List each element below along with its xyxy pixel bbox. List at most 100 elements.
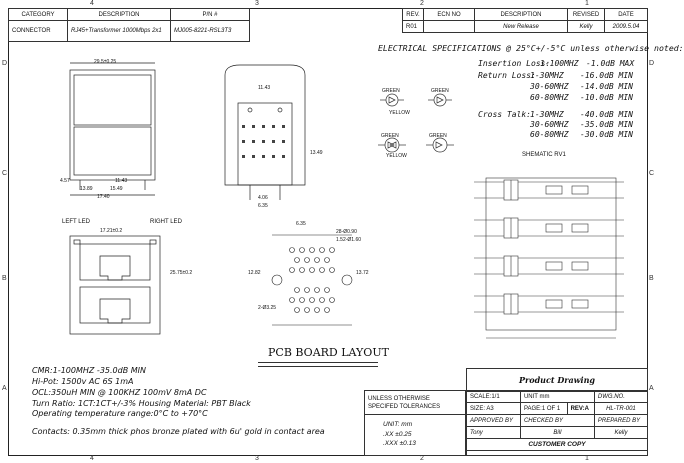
- led-green-label-3: GREEN: [381, 133, 399, 139]
- note-cmr: CMR:1-100MHZ -35.0dB MIN: [32, 366, 146, 375]
- cross-talk-label: Cross Talk:: [478, 110, 531, 119]
- dim-side-top: 11.43: [258, 85, 271, 91]
- cross-talk-value-2: -35.0dB MIN: [580, 120, 633, 129]
- side-view-drawing: [224, 64, 306, 200]
- note-turn-ratio: Turn Ratio: 1CT:1CT+/-3% Housing Materia…: [32, 399, 251, 408]
- note-ocl: OCL:350uH MIN @ 100KHZ 100mV 8mA DC: [32, 388, 207, 397]
- part-header-table: CATEGORY DESCRIPTION P/N # CONNECTOR RJ4…: [8, 8, 250, 42]
- return-loss-value-3: -10.0dB MIN: [580, 93, 633, 102]
- page-cell: PAGE:1 OF 1: [519, 402, 568, 415]
- zone-number-4: 4: [90, 0, 94, 7]
- tolerance-xx: .XX ±0.25: [383, 431, 412, 438]
- zone-number-3: 3: [255, 0, 259, 7]
- zone-number-3-bottom: 3: [255, 455, 259, 462]
- rev-cell: REV:A: [566, 402, 595, 415]
- rev-description-col: DESCRIPTION: [474, 8, 568, 21]
- schematic-diagram: [473, 177, 625, 339]
- dim-11-43: 11.43: [115, 178, 128, 184]
- zone-number-2: 2: [420, 0, 424, 7]
- zone-letter-c: C: [2, 170, 8, 177]
- insertion-loss-label: Insertion Loss:: [478, 59, 551, 68]
- revision-table: REV. ECN NO DESCRIPTION REVISED DATE R01…: [402, 8, 648, 33]
- tolerance-xxx: .XXX ±0.13: [383, 440, 416, 447]
- revised-col: REVISED: [567, 8, 605, 21]
- unit-cell: UNIT mm: [519, 390, 595, 403]
- note-contacts: Contacts: 0.35mm thick phos bronze plate…: [32, 427, 325, 436]
- dim-top-width: 29.5±0.25: [94, 59, 117, 65]
- dwg-no-value: HL-TR-001: [593, 402, 649, 415]
- led-green-label-2: GREEN: [431, 88, 449, 94]
- dim-4-57: 4.57: [60, 178, 70, 184]
- checker-name: Bill: [519, 426, 595, 439]
- product-drawing-title: Product Drawing: [467, 369, 647, 392]
- dim-pcb-b: 28-Ø0.90: [336, 229, 357, 235]
- tolerance-unit: UNIT: mm: [383, 421, 413, 428]
- right-led-label: RIGHT LED: [150, 219, 182, 225]
- tolerance-unless: UNLESS OTHERWISE: [368, 396, 430, 402]
- revised-value: Kelly: [567, 20, 605, 33]
- zone-number-1-bottom: 1: [585, 455, 589, 462]
- tolerance-block: UNLESS OTHERWISE SPECIFED TOLERANCES UNI…: [364, 390, 466, 456]
- dim-front-h: 25.75±0.2: [170, 270, 193, 276]
- rev-description-value: New Release: [474, 20, 568, 33]
- date-value: 2009.5.04: [604, 20, 648, 33]
- dim-13-89: 13.89: [80, 186, 93, 192]
- zone-number-1: 1: [585, 0, 589, 7]
- customer-copy: CUSTOMER COPY: [466, 438, 648, 451]
- ecn-col: ECN NO: [423, 8, 475, 21]
- return-loss-label: Return Loss:: [478, 71, 536, 80]
- col-description: DESCRIPTION: [67, 8, 171, 21]
- return-loss-range-2: 30-60MHZ: [530, 82, 569, 91]
- dim-pcb-a: 6.35: [296, 221, 306, 227]
- size-cell: SIZE: A3: [466, 402, 521, 415]
- zone-letter-a: A: [2, 385, 7, 392]
- insertion-loss-range: 1-100MHZ: [540, 59, 579, 68]
- dim-side-c: 6.35: [258, 203, 268, 209]
- drawing-border: [8, 8, 648, 456]
- schematic-title: SHEMATIC RV1: [522, 152, 566, 158]
- zone-letter-c-right: C: [649, 170, 655, 177]
- zone-number-4-bottom: 4: [90, 455, 94, 462]
- return-loss-value-1: -16.0dB MIN: [580, 71, 633, 80]
- note-operating-temp: Operating temperature range:0°C to +70°C: [32, 409, 208, 418]
- tolerance-specified: SPECIFED TOLERANCES: [368, 404, 441, 410]
- dim-17-40: 17.40: [97, 194, 110, 200]
- cross-talk-value-3: -30.0dB MIN: [580, 130, 633, 139]
- zone-letter-b-right: B: [649, 275, 654, 282]
- preparer-name: Kelly: [593, 426, 649, 439]
- dim-pcb-f: 13.72: [356, 270, 369, 276]
- led-green-label-4: GREEN: [429, 133, 447, 139]
- electrical-spec-title: ELECTRICAL SPECIFICATIONS @ 25°C+/-5°C u…: [378, 43, 684, 53]
- col-category: CATEGORY: [8, 8, 68, 21]
- led-yellow-label-2: YELLOW: [386, 153, 407, 159]
- dim-pcb-e: 12.82: [248, 270, 261, 276]
- return-loss-value-2: -14.0dB MIN: [580, 82, 633, 91]
- dim-pcb-c: 1.52-Ø1.60: [336, 237, 362, 243]
- title-block-table: SCALE:1/1 UNIT mm DWG.NO. SIZE: A3 PAGE:…: [466, 390, 649, 451]
- note-hipot: Hi-Pot: 1500v AC 6S 1mA: [32, 377, 134, 386]
- rev-col: REV.: [402, 8, 424, 21]
- pn-value: MJ005-8221-RSL3T3: [170, 20, 250, 42]
- approved-by-label: APPROVED BY: [466, 414, 521, 427]
- dim-side-w: 13.49: [310, 150, 323, 156]
- cross-talk-value-1: -40.0dB MIN: [580, 110, 633, 119]
- cross-talk-range-2: 30-60MHZ: [530, 120, 569, 129]
- cross-talk-range-1: 1-30MHZ: [530, 110, 564, 119]
- return-loss-range-1: 1-30MHZ: [530, 71, 564, 80]
- rev-value: R01: [402, 20, 424, 33]
- dim-front-w: 17.21±0.2: [100, 228, 123, 234]
- category-value: CONNECTOR: [8, 20, 68, 42]
- ecn-value: [423, 20, 475, 33]
- front-view-drawing: [69, 235, 161, 335]
- left-led-label: LEFT LED: [62, 219, 90, 225]
- date-col: DATE: [604, 8, 648, 21]
- scale-cell: SCALE:1/1: [466, 390, 521, 403]
- return-loss-range-3: 60-80MHZ: [530, 93, 569, 102]
- dim-15-49: 15.49: [110, 186, 123, 192]
- top-view-drawing: [69, 62, 156, 196]
- pcb-layout-drawing: [271, 234, 353, 326]
- checked-by-label: CHECKED BY: [519, 414, 595, 427]
- dim-side-b: 4.06: [258, 195, 268, 201]
- zone-number-2-bottom: 2: [420, 455, 424, 462]
